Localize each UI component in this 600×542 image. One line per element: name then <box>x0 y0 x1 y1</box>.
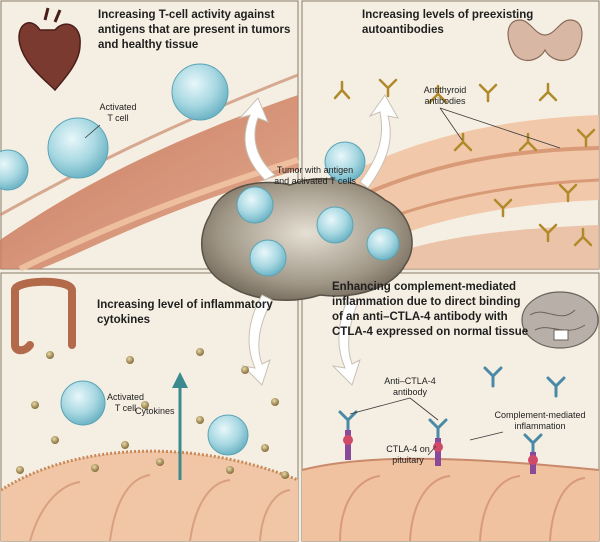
cytokine-dots <box>16 348 289 479</box>
t-cell <box>207 414 249 456</box>
t-cell <box>324 141 366 183</box>
t-cell <box>0 149 29 191</box>
t-cell <box>60 380 106 426</box>
label-cytokines: Cytokines <box>135 406 175 416</box>
panel-title-bottom-right: Enhancing complement-mediated inflammati… <box>332 281 529 338</box>
tissue-surface <box>301 457 600 471</box>
t-cell <box>236 186 274 224</box>
label-activated-tcell-bottom: Activated T cell <box>106 392 145 413</box>
label-anti-ctla4-antibody: Anti–CTLA-4 antibody <box>384 376 436 397</box>
t-cell <box>249 239 287 277</box>
panel-title-top-left: Increasing T-cell activity against antig… <box>98 9 291 51</box>
arrow-to-bottom-right <box>331 297 361 386</box>
vessel-wall <box>18 157 299 272</box>
thyroid-icon <box>507 19 583 62</box>
label-antithyroid-antibodies: Antithyroid antibodies <box>423 85 467 106</box>
vessel-wall <box>0 73 299 217</box>
label-tumor: Tumor with antigen and activated T cells <box>274 165 356 186</box>
epithelial-cells <box>29 474 291 542</box>
t-cell <box>47 117 109 179</box>
arrow-to-bottom-left <box>241 294 273 386</box>
label-ctla4-pituitary: CTLA-4 on pituitary <box>386 444 430 465</box>
t-cell <box>171 63 229 121</box>
tissue-bottom-right <box>302 458 599 541</box>
label-complement-inflammation: Complement-mediated inflammation <box>494 410 586 431</box>
tissue-bottom-left <box>1 451 298 541</box>
label-activated-tcell-top: Activated T cell <box>99 102 137 123</box>
t-cell <box>366 227 400 261</box>
pituitary-cells <box>339 475 586 542</box>
tumor <box>201 141 413 301</box>
colon-icon <box>11 277 76 355</box>
heart-icon <box>18 7 81 92</box>
panel-title-top-right: Increasing levels of preexisting autoant… <box>362 9 534 36</box>
arrow-to-top-right <box>359 94 399 189</box>
tissue-top-right-lower <box>360 225 599 269</box>
brain-icon <box>521 291 599 349</box>
blood-vessel-top-left <box>0 95 298 269</box>
t-cell <box>316 206 354 244</box>
microvilli <box>0 449 299 492</box>
arrow-to-top-left <box>238 97 276 181</box>
leader-lines <box>84 107 561 456</box>
panel-title-bottom-left: Increasing level of inflammatory cytokin… <box>97 299 273 326</box>
cytokine-arrow-head <box>172 372 188 388</box>
antibodies <box>333 78 596 247</box>
anti-ctla4-antibodies <box>338 366 566 455</box>
ctla4-receptors <box>343 430 538 474</box>
